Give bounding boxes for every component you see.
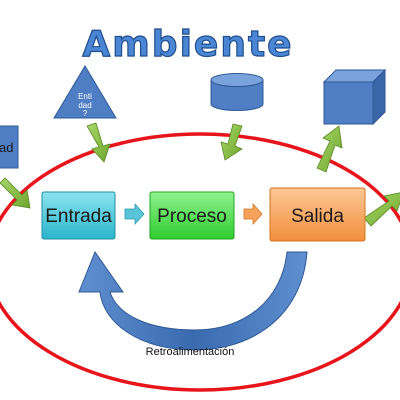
output-arrow-right [363,192,400,227]
entrada-box: Entrada [41,191,116,240]
input-box-left-label: ad [0,140,13,155]
cube-shape [322,68,387,126]
cylinder-shape [210,73,264,111]
proceso-box: Proceso [149,191,235,240]
salida-box: Salida [269,187,366,242]
triangle-label-line-3: ? [83,109,88,118]
entrada-label: Entrada [45,206,112,227]
title: Ambiente [82,24,293,65]
environment-ellipse [0,132,400,392]
input-box-left: ad [0,125,19,169]
salida-label: Salida [291,206,344,227]
triangle-label-line-2: dad [78,101,91,110]
triangle-label-line-1: Enti [78,92,92,101]
feedback-arrow [78,250,308,351]
input-arrow-left [0,177,31,209]
feedback-label: Retroalimentación [146,346,235,358]
flow-arrow-entrada-proceso [124,202,145,226]
proceso-label: Proceso [157,206,227,227]
input-arrow-triangle [86,122,111,163]
flow-arrow-proceso-salida [243,202,263,226]
output-arrow-cube [316,125,343,173]
input-arrow-cylinder [220,123,243,161]
triangle-shape: Enti dad ? [53,65,117,119]
